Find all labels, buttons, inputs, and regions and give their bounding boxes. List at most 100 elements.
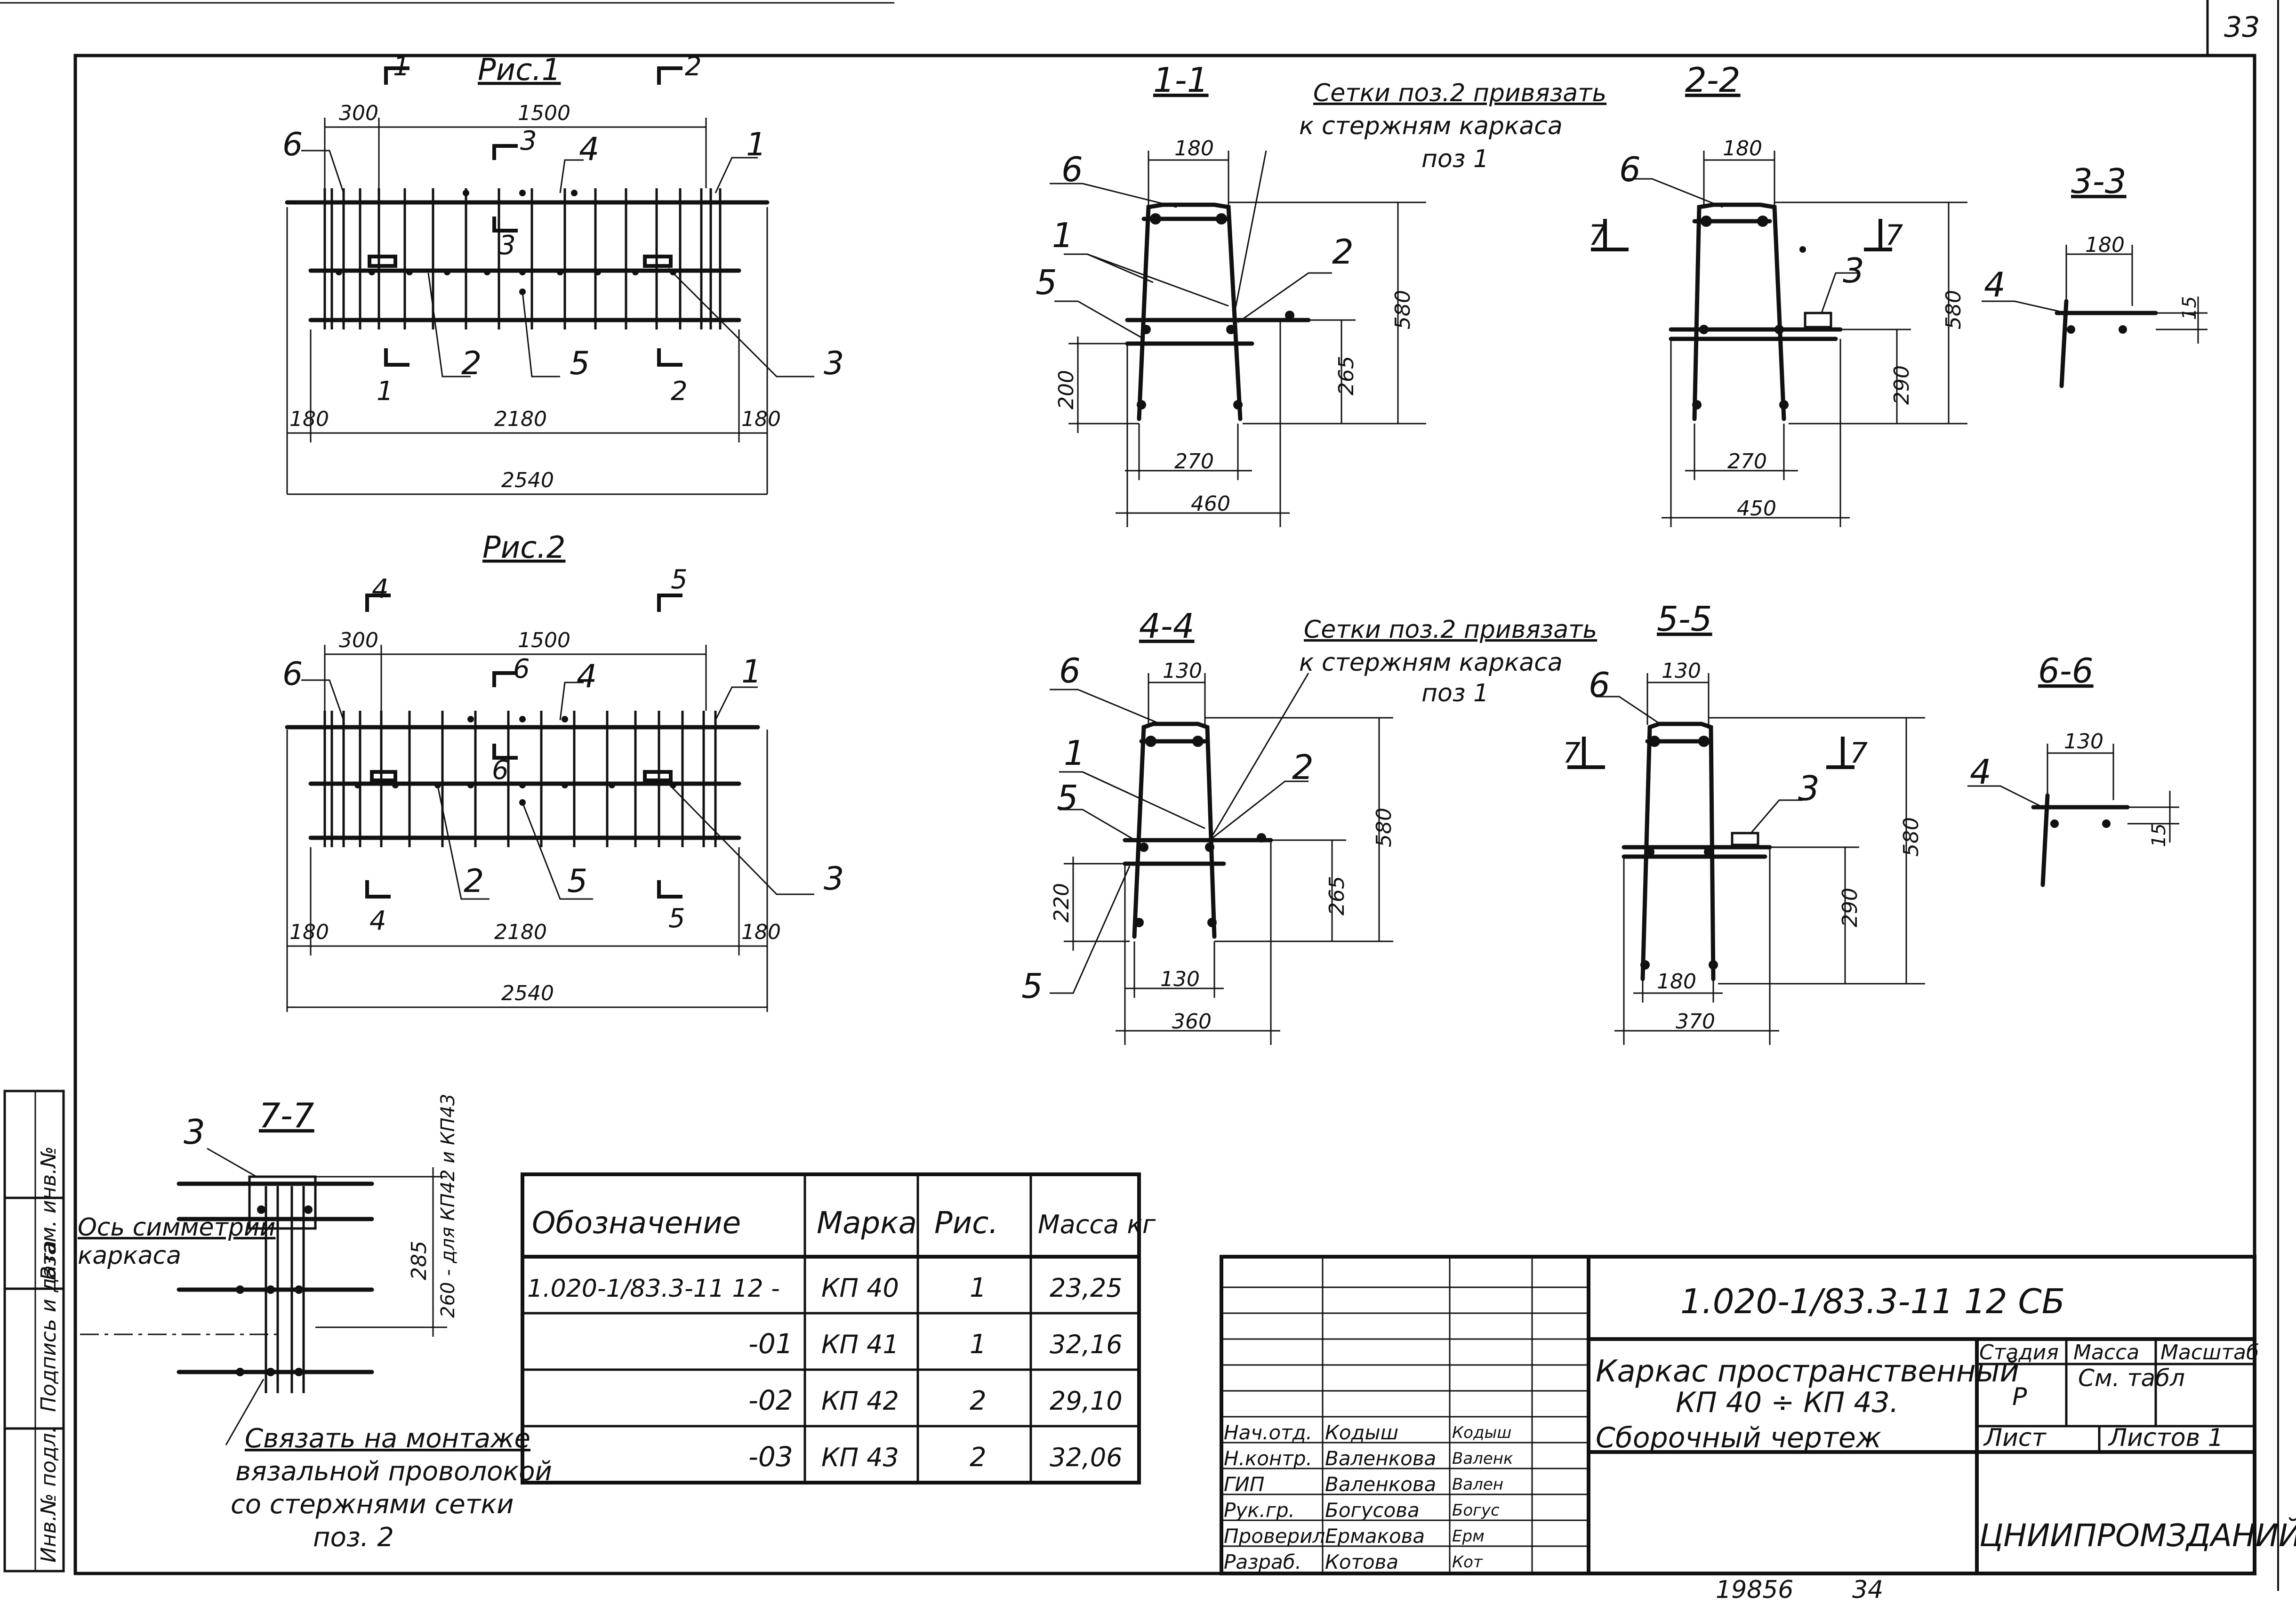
svg-text:7: 7	[1589, 219, 1606, 252]
svg-text:7: 7	[1850, 737, 1868, 770]
svg-text:3: 3	[520, 126, 537, 156]
svg-text:со стержнями сетки: со стержнями сетки	[231, 1489, 514, 1520]
svg-text:Кодыш: Кодыш	[1452, 1423, 1511, 1442]
svg-text:КП 40: КП 40	[821, 1273, 899, 1303]
svg-text:Р: Р	[2012, 1383, 2027, 1411]
svg-text:180: 180	[289, 407, 329, 431]
spec-row: -02 КП 42 2 29,10	[748, 1384, 1123, 1416]
svg-text:Масштаб: Масштаб	[2160, 1340, 2259, 1364]
title-roles: Нач.отд. Кодыш Кодыш Н.контр. Валенкова …	[1224, 1421, 1513, 1573]
svg-text:260 - для КП42 и КП43: 260 - для КП42 и КП43	[437, 1094, 459, 1318]
svg-text:2: 2	[1292, 747, 1314, 787]
svg-text:КП 41: КП 41	[821, 1330, 899, 1359]
svg-text:Котова: Котова	[1325, 1550, 1398, 1573]
section-7-7-title: 7-7	[259, 1096, 314, 1135]
svg-text:130: 130	[1163, 659, 1202, 683]
svg-text:29,10: 29,10	[1050, 1386, 1123, 1416]
svg-text:580: 580	[1942, 290, 1966, 329]
spec-row: -01 КП 41 1 32,16	[748, 1328, 1123, 1360]
title-name-3: Сборочный чертеж	[1596, 1421, 1881, 1454]
svg-text:4: 4	[577, 658, 597, 695]
section-4-4-note: Сетки поз.2 привязать к стержням каркаса…	[1299, 616, 1597, 707]
svg-text:Разраб.: Разраб.	[1224, 1550, 1301, 1573]
svg-text:1: 1	[970, 1273, 987, 1303]
svg-text:Ермакова: Ермакова	[1325, 1525, 1425, 1548]
svg-text:1: 1	[970, 1329, 987, 1360]
svg-text:4: 4	[372, 574, 389, 604]
svg-text:1: 1	[1064, 733, 1085, 773]
svg-text:180: 180	[741, 920, 781, 944]
svg-text:2: 2	[685, 51, 702, 82]
section-7-7-note: Связать на монтаже вязальной проволокой …	[231, 1423, 552, 1553]
svg-text:6: 6	[1589, 665, 1610, 705]
section-7-7: 7-7 3 Ось симметрии каркаса 285 260 - дл…	[78, 1094, 552, 1553]
svg-text:к стержням каркаса: к стержням каркаса	[1299, 112, 1563, 140]
svg-text:265: 265	[1325, 876, 1349, 915]
section-3-3-title: 3-3	[2071, 161, 2127, 201]
title-name-2: КП 40 ÷ КП 43.	[1676, 1386, 1899, 1419]
svg-text:200: 200	[1054, 370, 1078, 409]
svg-text:2540: 2540	[501, 468, 554, 492]
svg-text:-01: -01	[748, 1328, 793, 1360]
svg-text:2: 2	[1332, 232, 1354, 272]
svg-text:1500: 1500	[518, 101, 570, 125]
svg-text:Лист: Лист	[1983, 1424, 2047, 1452]
svg-text:1.020-1/83.3-11 12 -: 1.020-1/83.3-11 12 -	[527, 1275, 780, 1303]
svg-text:Проверил: Проверил	[1224, 1525, 1325, 1548]
svg-text:3: 3	[824, 345, 844, 382]
section-6-6-title: 6-6	[2038, 651, 2094, 690]
svg-text:-02: -02	[748, 1384, 793, 1416]
sheet-number: 33	[2224, 11, 2260, 44]
svg-text:Связать на монтаже: Связать на монтаже	[245, 1423, 530, 1454]
section-5-5-title: 5-5	[1657, 599, 1712, 639]
svg-text:580: 580	[1372, 808, 1396, 847]
svg-text:поз. 2: поз. 2	[313, 1522, 394, 1553]
svg-text:5: 5	[1021, 966, 1043, 1006]
section-1-1-title: 1-1	[1153, 60, 1209, 100]
svg-text:180: 180	[741, 407, 781, 431]
svg-text:450: 450	[1737, 497, 1776, 521]
side-stamp: Инв.№ подл. Подпись и дата Взам. инв.№	[3, 1090, 65, 1573]
svg-text:15: 15	[2148, 823, 2170, 847]
svg-text:370: 370	[1676, 1010, 1715, 1034]
svg-text:к стержням каркаса: к стержням каркаса	[1299, 649, 1563, 677]
svg-text:Кот: Кот	[1452, 1553, 1483, 1572]
bottom-numbers: 19856 34	[1716, 1576, 1883, 1604]
section-3-3: 3-3 4 180 15	[1982, 161, 2208, 388]
svg-text:130: 130	[2064, 730, 2103, 754]
svg-text:7: 7	[1885, 219, 1903, 252]
svg-text:5: 5	[1036, 263, 1057, 302]
svg-text:5: 5	[567, 863, 587, 900]
svg-text:7: 7	[1563, 737, 1581, 770]
title-block: 1.020-1/83.3-11 12 СБ Каркас пространств…	[1220, 1255, 2296, 1575]
fig1-title: Рис.1	[478, 53, 561, 88]
svg-text:180: 180	[1723, 136, 1762, 160]
svg-text:5: 5	[671, 564, 688, 595]
svg-text:5: 5	[1057, 778, 1078, 818]
svg-text:270: 270	[1727, 449, 1767, 473]
organization: ЦНИИПРОМЗДАНИЙ	[1979, 1517, 2296, 1554]
spec-row: 1.020-1/83.3-11 12 - КП 40 1 23,25	[527, 1273, 1123, 1303]
svg-text:6: 6	[282, 656, 303, 693]
svg-text:6: 6	[282, 126, 303, 163]
svg-text:Ось симметрии: Ось симметрии	[78, 1213, 275, 1242]
svg-text:460: 460	[1191, 492, 1230, 516]
svg-text:4: 4	[369, 906, 386, 936]
stamp-vzam: Взам. инв.№	[37, 1146, 61, 1280]
svg-text:2540: 2540	[501, 981, 554, 1005]
svg-text:6: 6	[1059, 651, 1081, 690]
svg-text:См. табл: См. табл	[2078, 1364, 2185, 1392]
svg-text:130: 130	[1662, 659, 1701, 683]
svg-text:300: 300	[339, 101, 378, 125]
svg-text:2180: 2180	[494, 407, 547, 431]
fig1-plan: Рис.1 1	[282, 51, 844, 495]
svg-text:Валенкова: Валенкова	[1325, 1447, 1436, 1470]
svg-text:2: 2	[970, 1386, 987, 1416]
svg-text:Валенк: Валенк	[1452, 1449, 1513, 1468]
section-2-2-title: 2-2	[1685, 60, 1741, 100]
svg-text:2180: 2180	[494, 920, 547, 944]
svg-text:1: 1	[377, 376, 393, 407]
svg-text:Листов 1: Листов 1	[2108, 1424, 2224, 1452]
svg-text:Ерм: Ерм	[1452, 1527, 1485, 1546]
svg-text:290: 290	[1890, 365, 1914, 405]
